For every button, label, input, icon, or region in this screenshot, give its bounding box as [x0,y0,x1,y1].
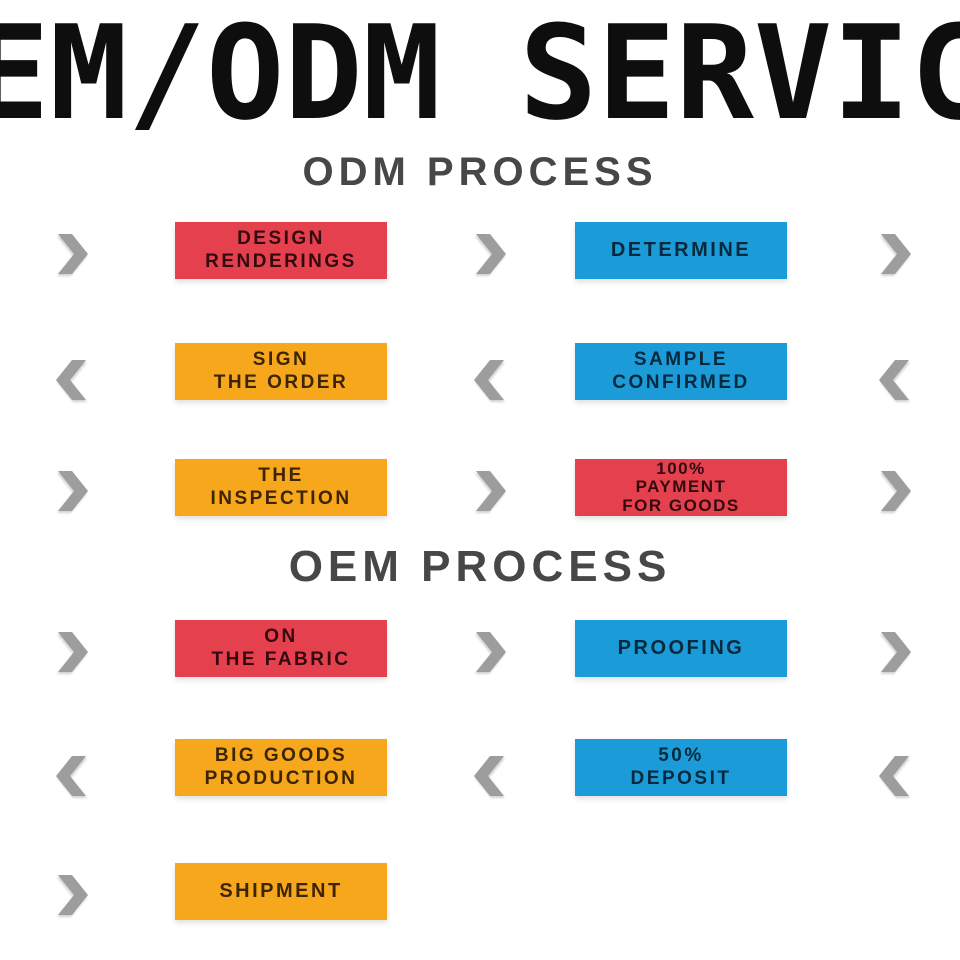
page-title: OEM/ODM SERVICE [0,0,960,149]
process-step-label: PROOFING [617,636,745,659]
process-step-box: SAMPLE CONFIRMED [575,343,787,400]
chevron-right-icon [58,471,88,511]
process-step-label: THE INSPECTION [210,465,352,509]
section-heading-oem: OEM PROCESS [288,542,672,591]
process-step-box: DETERMINE [575,222,787,279]
process-row: THE INSPECTION 100% PAYMENT FOR GOODS [0,459,960,516]
chevron-left-icon [474,360,504,400]
process-step-box: THE INSPECTION [175,459,387,516]
process-step-box: DESIGN RENDERINGS [175,222,387,279]
process-row: SHIPMENT [0,863,960,920]
process-row: DESIGN RENDERINGS DETERMINE [0,222,960,279]
chevron-right-icon [58,875,88,915]
process-step-label: DETERMINE [610,238,752,261]
chevron-left-icon [879,360,909,400]
process-step-label: SIGN THE ORDER [213,349,349,393]
process-step-box: BIG GOODS PRODUCTION [175,739,387,796]
process-step-box: 50% DEPOSIT [575,739,787,796]
process-step-label: 100% PAYMENT FOR GOODS [622,458,740,515]
process-step-box: ON THE FABRIC [175,620,387,677]
process-step-box: SIGN THE ORDER [175,343,387,400]
process-step-label: SAMPLE CONFIRMED [612,349,750,393]
chevron-right-icon [58,632,88,672]
process-step-label: 50% DEPOSIT [630,745,732,789]
chevron-right-icon [476,471,506,511]
chevron-right-icon [58,234,88,274]
title-banner: OEM/ODM SERVICE [0,0,960,150]
process-row: ON THE FABRIC PROOFING [0,620,960,677]
chevron-right-icon [881,234,911,274]
chevron-left-icon [879,756,909,796]
process-step-box: PROOFING [575,620,787,677]
process-step-label: DESIGN RENDERINGS [205,228,357,272]
process-step-label: BIG GOODS PRODUCTION [204,745,358,789]
section-heading-odm: ODM PROCESS [302,150,658,194]
process-step-label: ON THE FABRIC [211,626,351,670]
process-step-label: SHIPMENT [219,879,343,902]
process-row: SIGN THE ORDER SAMPLE CONFIRMED [0,343,960,400]
chevron-right-icon [476,632,506,672]
process-row: BIG GOODS PRODUCTION 50% DEPOSIT [0,739,960,796]
chevron-left-icon [56,756,86,796]
process-step-box: 100% PAYMENT FOR GOODS [575,459,787,516]
chevron-right-icon [881,632,911,672]
process-step-box: SHIPMENT [175,863,387,920]
chevron-left-icon [474,756,504,796]
chevron-right-icon [476,234,506,274]
chevron-left-icon [56,360,86,400]
chevron-right-icon [881,471,911,511]
